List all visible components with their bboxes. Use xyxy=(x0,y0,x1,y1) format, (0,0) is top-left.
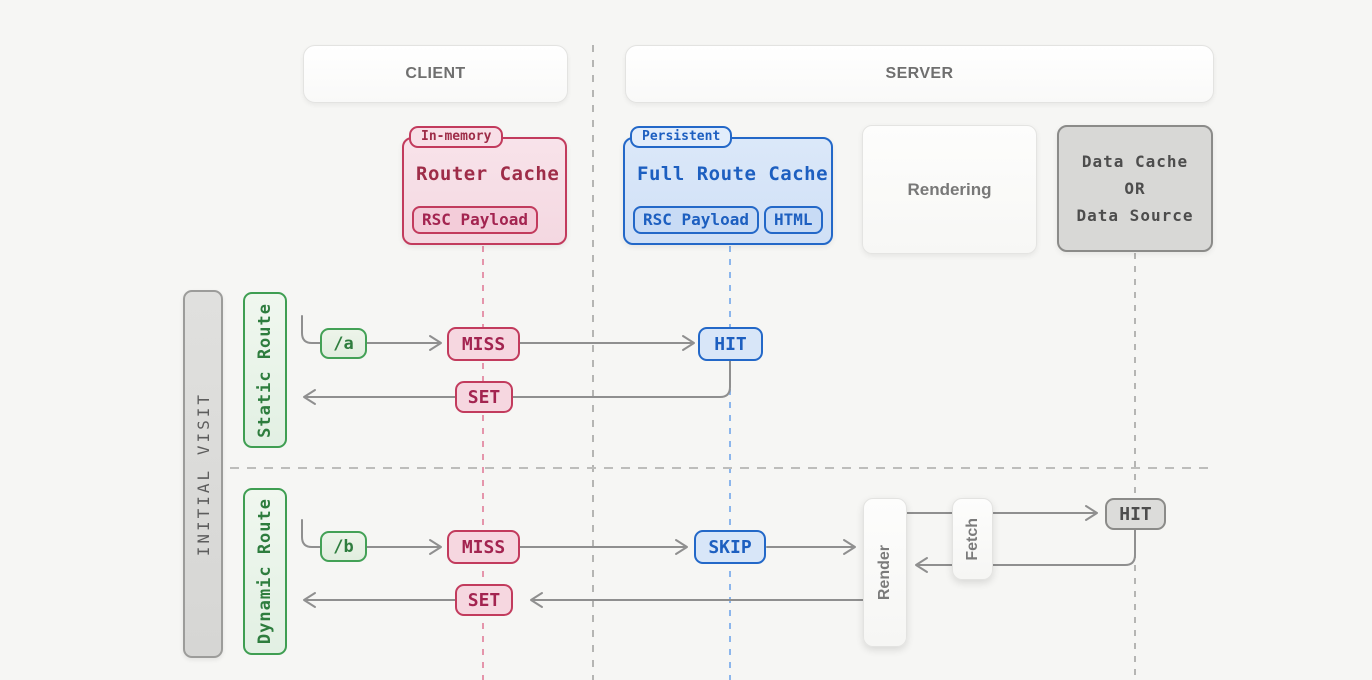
rendering-label: Rendering xyxy=(907,179,992,199)
router-cache-title: Router Cache xyxy=(416,163,560,185)
client-lane-header: CLIENT xyxy=(303,45,568,103)
rsc-payload-chip: RSC Payload xyxy=(412,206,538,234)
static-miss-to-hit-arrowhead xyxy=(682,335,695,351)
static-return-arrowhead xyxy=(303,389,316,405)
static-route-label: Static Route xyxy=(255,302,275,438)
dynamic-set-return-arrowhead xyxy=(303,592,316,608)
static-route-entry-connector xyxy=(301,315,321,344)
rsc-payload-chip: RSC Payload xyxy=(633,206,759,234)
rendering-box: Rendering xyxy=(862,125,1037,254)
data-cache-line2: OR xyxy=(1124,179,1146,198)
render-box: Render xyxy=(863,498,907,647)
dynamic-miss-to-skip-arrowhead xyxy=(675,539,688,555)
dynamic-data-cache-hit-chip: HIT xyxy=(1105,498,1166,530)
render-label: Render xyxy=(876,544,893,601)
dynamic-datahit-to-render-return-line xyxy=(918,529,1136,566)
dynamic-route-label-box: Dynamic Route xyxy=(243,488,287,655)
static-router-cache-set-chip: SET xyxy=(455,381,513,413)
static-router-cache-miss-chip: MISS xyxy=(447,327,520,361)
fetch-box: Fetch xyxy=(952,498,993,580)
initial-visit-bar: INITIAL VISIT xyxy=(183,290,223,658)
full-route-cache-tag: Persistent xyxy=(630,126,733,148)
route-a-chip: /a xyxy=(320,328,367,359)
router-cache-tag: In-memory xyxy=(409,126,504,148)
fetch-label: Fetch xyxy=(963,517,981,561)
full-route-cache-box: Persistent Full Route Cache RSC Payload … xyxy=(623,126,833,245)
route-b-chip: /b xyxy=(320,531,367,562)
dynamic-render-to-set-arrowhead xyxy=(530,592,543,608)
html-chip: HTML xyxy=(763,206,823,234)
dynamic-datahit-return-arrowhead xyxy=(915,557,928,573)
dynamic-router-cache-miss-chip: MISS xyxy=(447,530,520,564)
data-cache-line3: Data Source xyxy=(1076,206,1194,225)
full-route-cache-title: Full Route Cache xyxy=(637,163,829,185)
router-cache-box: In-memory Router Cache RSC Payload xyxy=(402,126,567,245)
data-cache-line1: Data Cache xyxy=(1081,152,1189,171)
static-route-label-box: Static Route xyxy=(243,292,287,448)
dynamic-route-label: Dynamic Route xyxy=(255,498,275,645)
dynamic-skip-to-render-arrowhead xyxy=(843,539,856,555)
client-lane-label: CLIENT xyxy=(405,65,466,82)
server-lane-header: SERVER xyxy=(625,45,1214,103)
data-cache-box: Data Cache OR Data Source xyxy=(1057,125,1213,252)
static-hit-to-set-return-line xyxy=(306,360,731,398)
server-lane-label: SERVER xyxy=(885,65,954,82)
static-full-route-cache-hit-chip: HIT xyxy=(698,327,763,361)
dynamic-b-to-miss-arrowhead xyxy=(429,539,442,555)
dynamic-router-cache-set-chip: SET xyxy=(455,584,513,616)
dynamic-render-to-datahit-arrowhead xyxy=(1085,505,1098,521)
static-a-to-miss-arrowhead xyxy=(429,335,442,351)
dynamic-route-entry-connector xyxy=(301,519,321,548)
dynamic-full-route-cache-skip-chip: SKIP xyxy=(694,530,766,564)
initial-visit-label: INITIAL VISIT xyxy=(193,391,213,557)
